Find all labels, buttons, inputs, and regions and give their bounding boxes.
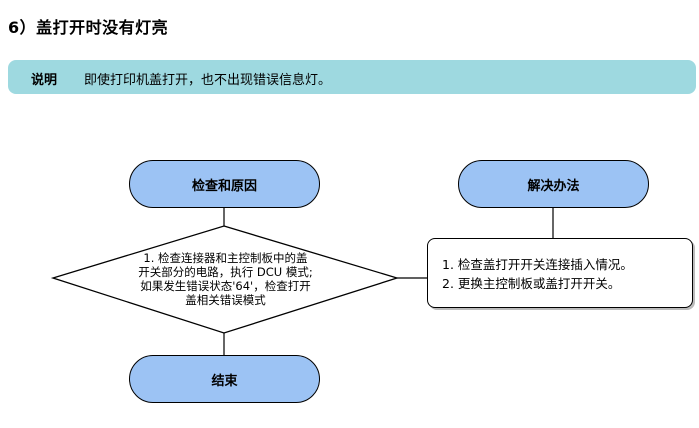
note-label: 说明: [31, 73, 58, 88]
cause-pill: 检查和原因: [129, 160, 320, 208]
diamond-line: 开关部分的电路，执行 DCU 模式;: [138, 265, 313, 279]
solution-item: 2. 更换主控制板或盖打开开关。: [442, 276, 621, 291]
diamond-line: 如果发生错误状态'64'，检查打开: [140, 279, 311, 293]
solution-pill: 解决办法: [458, 160, 649, 208]
diamond-text: 1. 检查连接器和主控制板中的盖 开关部分的电路，执行 DCU 模式; 如果发生…: [108, 251, 343, 307]
diamond-line: 1. 检查连接器和主控制板中的盖: [143, 251, 308, 265]
solution-item: 1. 检查盖打开开关连接插入情况。: [442, 257, 633, 272]
note-bar: [8, 60, 696, 94]
end-pill: 结束: [129, 355, 320, 403]
note-text: 即使打印机盖打开，也不出现错误信息灯。: [84, 73, 332, 88]
decision-diamond: [50, 225, 400, 334]
page-heading: 6）盖打开时没有灯亮: [8, 18, 169, 37]
diamond-line: 盖相关错误模式: [185, 293, 266, 307]
solution-box: 1. 检查盖打开开关连接插入情况。 2. 更换主控制板或盖打开开关。: [427, 238, 693, 308]
